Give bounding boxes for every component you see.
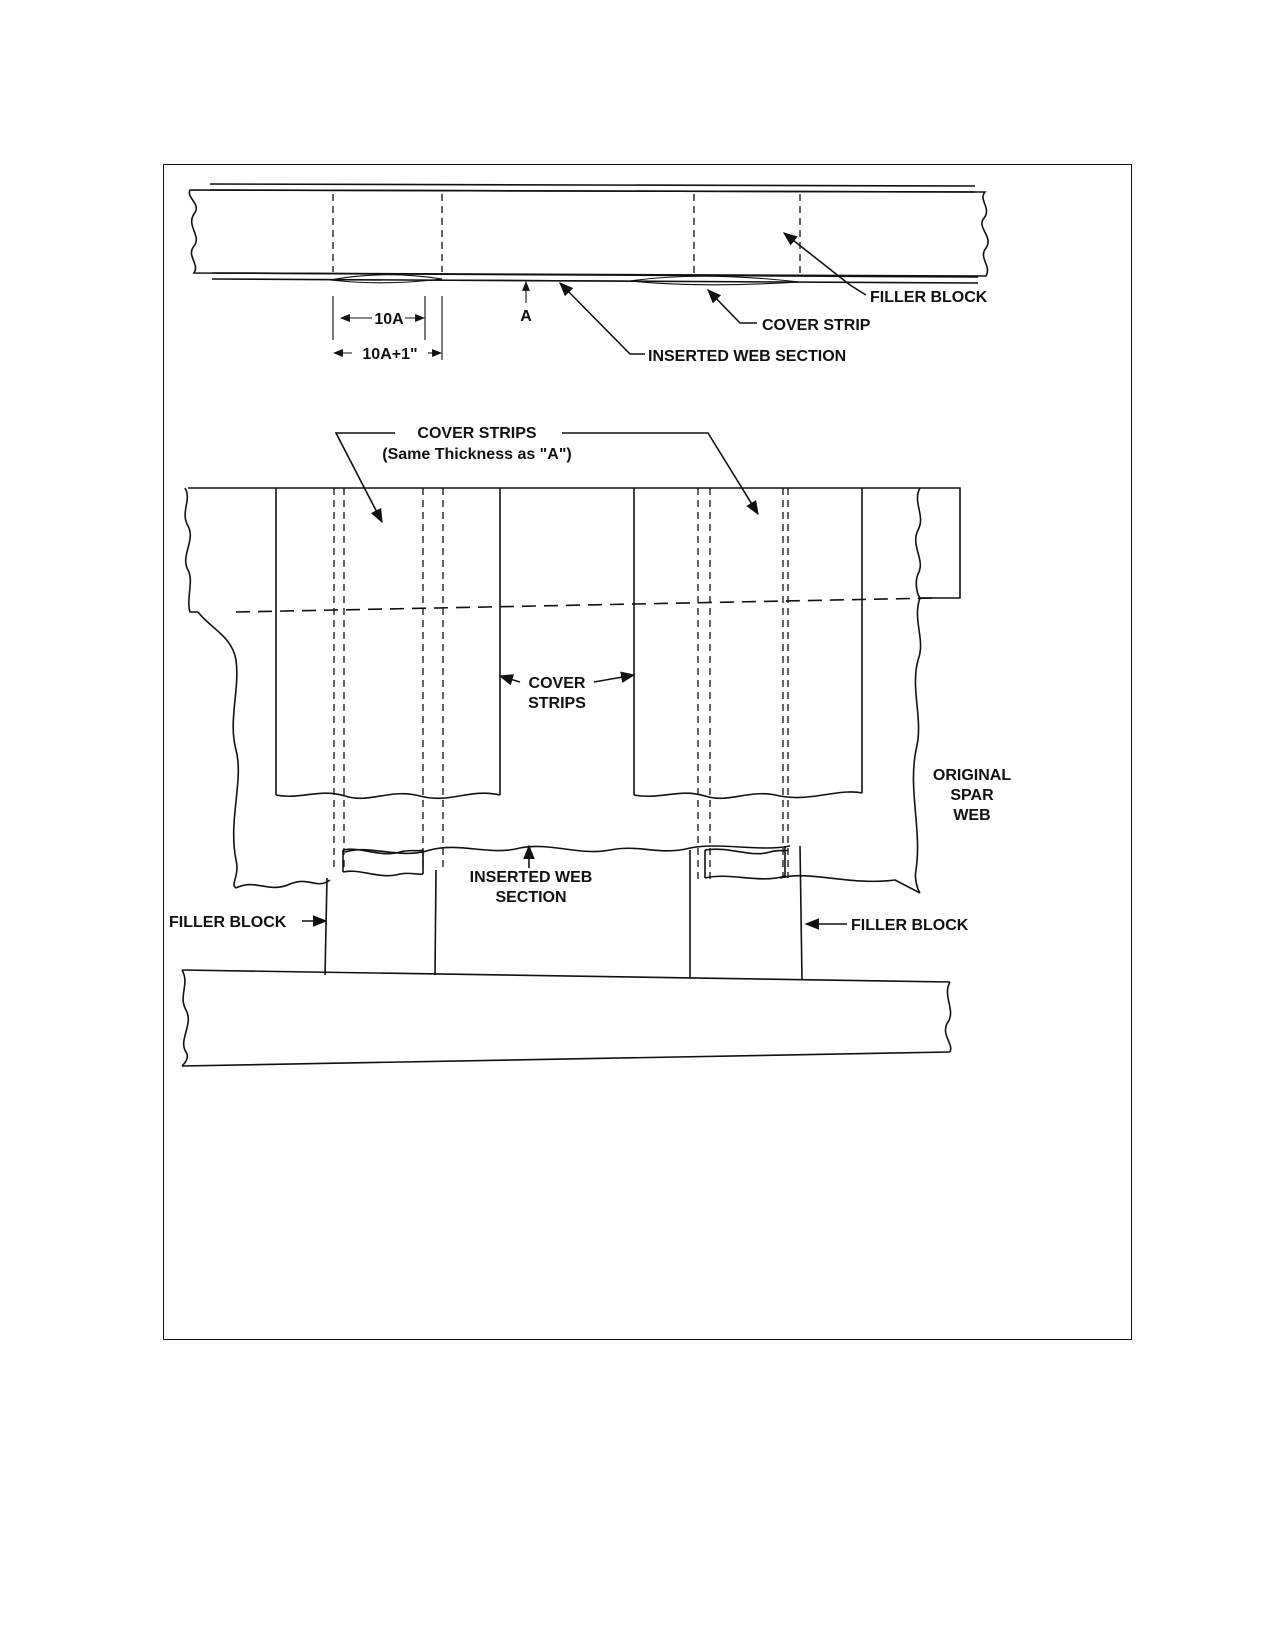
filler-block-left bbox=[324, 877, 328, 976]
label-dim-10a-plus-1: 10A+1" bbox=[362, 346, 417, 363]
front-view bbox=[181, 432, 961, 1067]
label-original-spar-web-2: SPAR bbox=[950, 787, 994, 804]
label-filler-block-left: FILLER BLOCK bbox=[169, 914, 287, 931]
figure-frame bbox=[163, 164, 1132, 1340]
edge-view bbox=[188, 183, 989, 360]
label-dim-a: A bbox=[520, 308, 532, 325]
label-cover-strips-title: COVER STRIPS bbox=[417, 425, 536, 442]
label-dim-10a: 10A bbox=[374, 311, 404, 328]
original-spar-web-left-edge bbox=[197, 611, 240, 889]
label-filler-block-top: FILLER BLOCK bbox=[870, 289, 988, 306]
label-cover-strips-mid-2: STRIPS bbox=[528, 695, 586, 712]
label-inserted-web-section-top: INSERTED WEB SECTION bbox=[648, 348, 846, 365]
label-inserted-web-section-2: SECTION bbox=[495, 889, 566, 906]
filler-block-right bbox=[799, 845, 803, 981]
label-original-spar-web-1: ORIGINAL bbox=[933, 767, 1011, 784]
label-cover-strips-mid-1: COVER bbox=[529, 675, 586, 692]
label-filler-block-right: FILLER BLOCK bbox=[851, 917, 969, 934]
label-cover-strips-subtitle: (Same Thickness as "A") bbox=[382, 446, 571, 463]
cover-strip-left-lens bbox=[329, 274, 443, 284]
label-cover-strip-top: COVER STRIP bbox=[762, 317, 871, 334]
label-inserted-web-section-1: INSERTED WEB bbox=[470, 869, 593, 886]
bottom-cap bbox=[181, 969, 951, 983]
edge-view-spar bbox=[188, 189, 989, 277]
cover-strip-right-lens bbox=[629, 275, 801, 286]
label-original-spar-web-3: WEB bbox=[953, 807, 990, 824]
